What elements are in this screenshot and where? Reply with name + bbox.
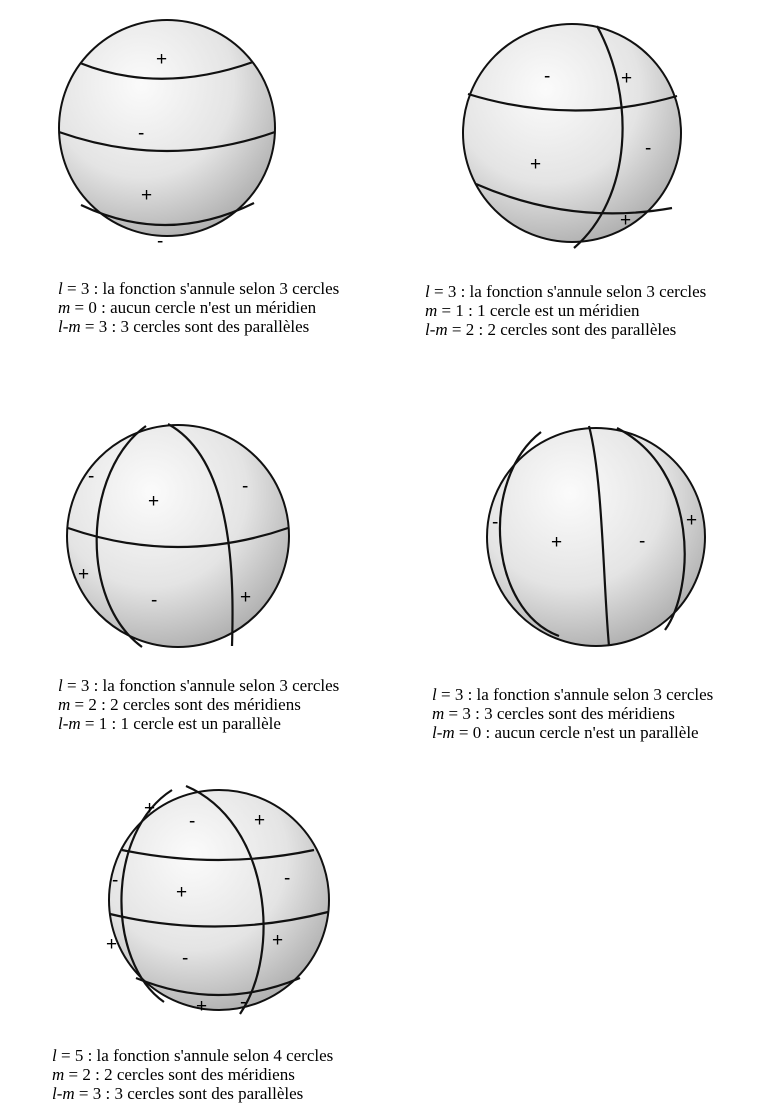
sphere-l3-m2: - + - + - + xyxy=(66,423,290,648)
caption: l = 3 : la fonction s'annule selon 3 cer… xyxy=(58,279,340,336)
sign-label: + xyxy=(144,798,155,819)
parallel-circle xyxy=(80,202,255,227)
sign-label: - xyxy=(88,466,94,487)
caption: l = 3 : la fonction s'annule selon 3 cer… xyxy=(432,685,714,742)
sign-label: - xyxy=(284,868,290,889)
sign-label: - xyxy=(240,992,246,1013)
parallel-circle xyxy=(109,910,329,928)
caption: l = 3 : la fonction s'annule selon 3 cer… xyxy=(425,282,707,339)
parallel-circle xyxy=(135,976,301,997)
sign-label: + xyxy=(141,185,152,206)
sign-label: - xyxy=(182,948,188,969)
sign-label: + xyxy=(254,810,265,831)
meridian-circle xyxy=(616,427,686,631)
sign-label: - xyxy=(544,66,550,87)
sign-label: + xyxy=(156,49,167,70)
meridian-circle xyxy=(185,784,265,1015)
sign-label: - xyxy=(639,531,645,552)
sphere-l3-m0: + - + - xyxy=(58,19,276,252)
sign-label: - xyxy=(112,870,118,891)
sphere-l3-m1: - + + - + xyxy=(462,23,682,249)
sign-label: - xyxy=(138,123,144,144)
sign-label: - xyxy=(492,512,498,533)
parallel-circle xyxy=(67,526,289,549)
parallel-circle xyxy=(467,92,678,112)
sign-label: + xyxy=(272,930,283,951)
parallel-circle xyxy=(79,60,254,80)
sign-label: + xyxy=(148,491,159,512)
sign-label: + xyxy=(530,154,541,175)
sign-label: - xyxy=(189,811,195,832)
sign-label: - xyxy=(242,476,248,497)
sign-label: + xyxy=(551,532,562,553)
sign-label: + xyxy=(196,996,207,1017)
sphere-l3-m3: - + - + xyxy=(486,425,706,647)
sign-label: + xyxy=(106,934,117,955)
meridian-circle xyxy=(587,425,611,647)
caption: l = 5 : la fonction s'annule selon 4 cer… xyxy=(52,1046,334,1103)
sign-label: - xyxy=(151,590,157,611)
parallel-circle xyxy=(58,130,276,153)
sign-label: + xyxy=(240,587,251,608)
sign-label: + xyxy=(621,68,632,89)
meridian-circle xyxy=(167,423,234,647)
parallel-circle xyxy=(475,182,673,215)
sign-label: + xyxy=(620,210,631,231)
sign-label: + xyxy=(686,510,697,531)
sign-label: + xyxy=(78,564,89,585)
sign-label: - xyxy=(645,138,651,159)
parallel-circle xyxy=(121,848,315,862)
caption: l = 3 : la fonction s'annule selon 3 cer… xyxy=(58,676,340,733)
sign-label: + xyxy=(176,882,187,903)
meridian-circle xyxy=(498,431,560,638)
sphere-l5-m2: + - + - + - + - + + - xyxy=(106,784,330,1017)
meridian-circle xyxy=(120,789,173,1003)
meridian-circle xyxy=(573,25,624,249)
meridian-circle xyxy=(95,425,147,648)
sign-label: - xyxy=(157,231,163,252)
